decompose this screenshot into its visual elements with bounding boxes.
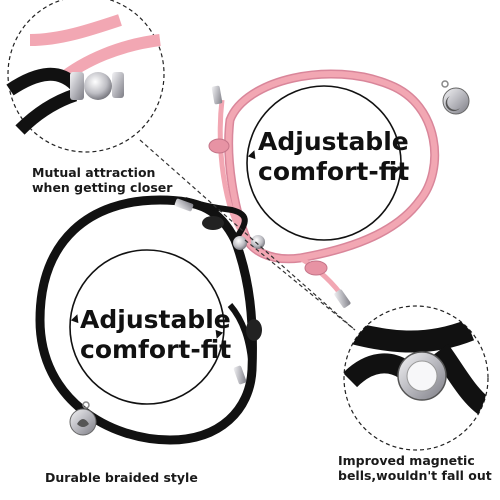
moon-charm bbox=[442, 87, 470, 115]
mutual-attraction-caption: Mutual attraction when getting closer bbox=[32, 165, 172, 195]
zoom-circle-magnets bbox=[6, 0, 165, 153]
dashed-connector bbox=[244, 239, 356, 331]
zoom-circle-magnetic-bell bbox=[343, 305, 489, 451]
black-knot bbox=[246, 319, 262, 341]
adjust-circle-bottom bbox=[69, 249, 225, 405]
adjustable-top-line2: comfort-fit bbox=[258, 157, 410, 186]
adjustable-bottom-line1: Adjustable bbox=[80, 305, 231, 334]
black-magnet-bead bbox=[233, 236, 247, 250]
dashed-connector bbox=[139, 139, 356, 331]
magnetic-caption: Improved magnetic bells,wouldn't fall ou… bbox=[338, 453, 492, 483]
black-cord-end-cap bbox=[174, 198, 194, 212]
pink-knot bbox=[208, 138, 230, 154]
magnetic-line1: Improved magnetic bbox=[338, 453, 475, 468]
pink-knot bbox=[304, 260, 328, 276]
adjustable-bottom-label: Adjustable comfort-fit bbox=[80, 305, 232, 365]
pink-cord-end-cap bbox=[211, 85, 223, 105]
black-bracelet bbox=[35, 195, 262, 445]
magnetic-line2: bells,wouldn't fall out bbox=[338, 468, 492, 483]
adjustable-top-label: Adjustable comfort-fit bbox=[258, 127, 410, 187]
mutual-line2: when getting closer bbox=[32, 180, 173, 195]
pink-magnet-bead bbox=[251, 235, 265, 249]
adjustable-bottom-line2: comfort-fit bbox=[80, 335, 232, 364]
black-cord-end-cap bbox=[233, 365, 247, 385]
mutual-line1: Mutual attraction bbox=[32, 165, 156, 180]
adjust-circle-top bbox=[246, 85, 402, 241]
pink-cord-end-cap bbox=[334, 289, 351, 308]
durable-line: Durable braided style bbox=[45, 470, 198, 485]
adjustable-top-line1: Adjustable bbox=[258, 127, 409, 156]
black-knot bbox=[202, 216, 224, 230]
durable-caption: Durable braided style bbox=[45, 470, 198, 485]
